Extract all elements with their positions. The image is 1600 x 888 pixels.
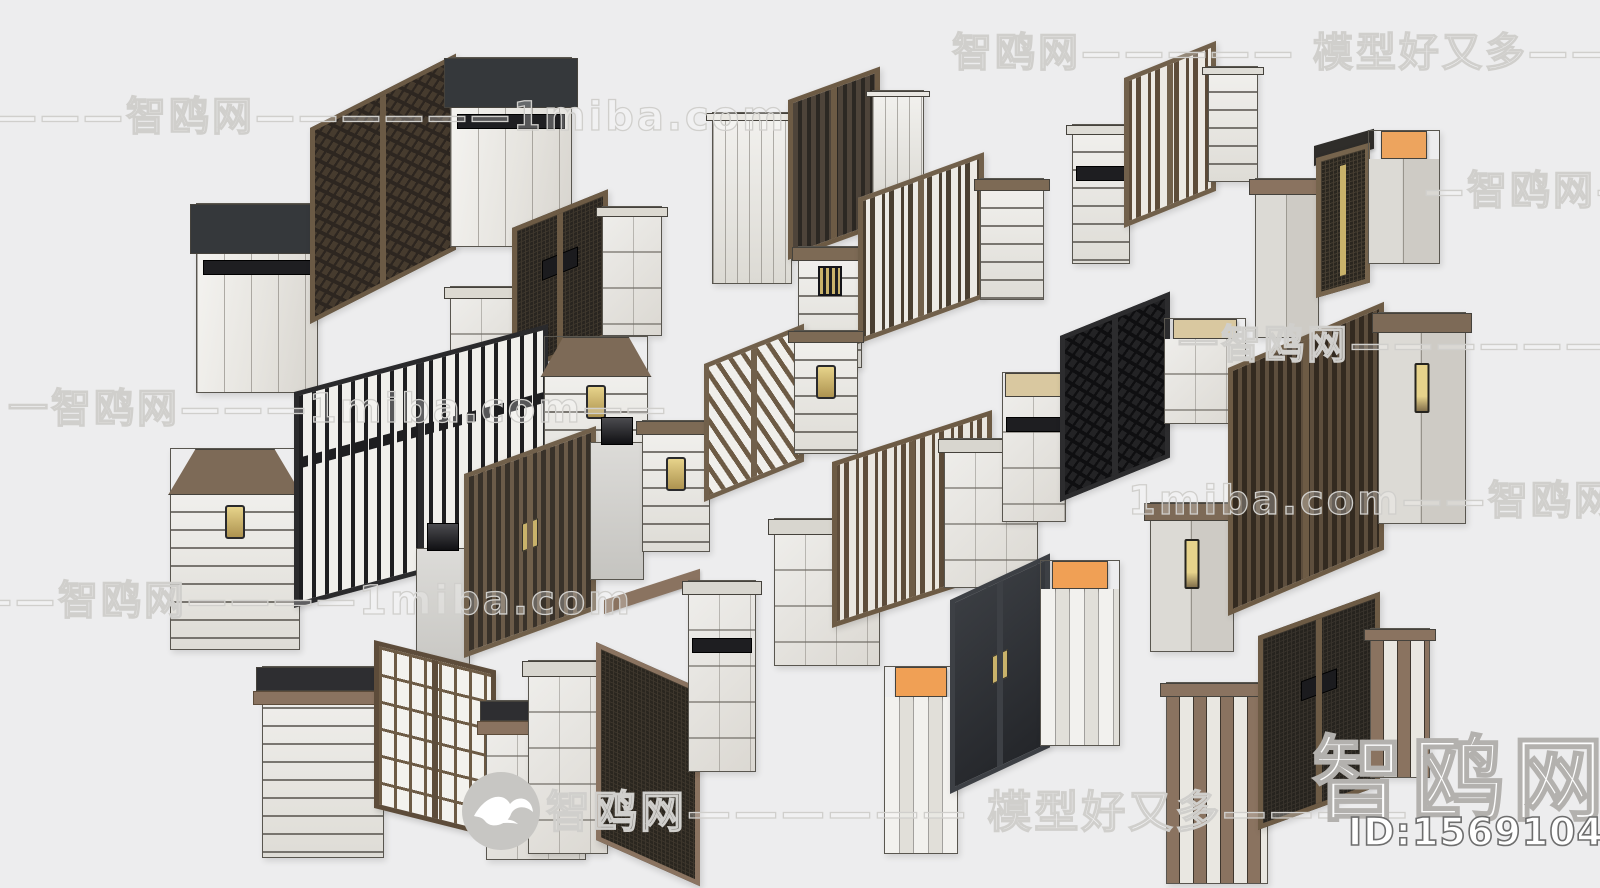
gate-01-pillar-cap xyxy=(444,58,578,108)
gate-11-pillar-shaft xyxy=(1003,397,1065,521)
gate-15-pillar-shaft xyxy=(885,697,957,853)
gate-13-pillar-shaft xyxy=(263,691,383,857)
gate-11-pillar-cap xyxy=(1005,373,1063,397)
gate-12-gate-leaf xyxy=(1228,301,1384,616)
gate-04-gate-leaf xyxy=(1316,142,1370,298)
gate-12-pillar-cap xyxy=(1144,503,1240,521)
gate-handle-icon xyxy=(522,518,538,552)
gate-16-pillar-cap xyxy=(1364,629,1436,641)
gate-15-pillar-cap xyxy=(1052,561,1108,589)
hanging-lantern-icon xyxy=(1414,363,1430,414)
cap-base-slab xyxy=(253,691,393,705)
gate-01-pillar-cap xyxy=(190,204,324,254)
gate-15-pillar-2 xyxy=(1040,560,1120,746)
gate-08-pillar-2 xyxy=(590,417,644,580)
gate-06-pillar-cap xyxy=(792,247,868,261)
gate-15-pillar-shaft xyxy=(1041,589,1119,745)
gate-12-pillar-cap xyxy=(1372,313,1472,333)
nameplate-band xyxy=(1075,166,1127,182)
gate-14-pillar-shaft xyxy=(529,677,607,853)
gate-04-pillar-cap xyxy=(1249,179,1325,195)
bird-logo-badge xyxy=(462,772,540,850)
gate-sign xyxy=(1301,668,1337,702)
gate-05-pillar-cap xyxy=(596,207,668,217)
wall-lantern-icon xyxy=(225,505,245,539)
gate-07-pillar-cap xyxy=(168,449,302,495)
gate-06-pillar-2 xyxy=(974,178,1050,300)
gate-09-pillar-1 xyxy=(636,420,716,552)
gate-09-pillar-cap xyxy=(788,331,864,343)
lantern-box-icon xyxy=(818,266,842,297)
gate-13-pillar-cap xyxy=(256,667,390,691)
gate-14-pillar-1 xyxy=(522,660,614,854)
gate-13-pillar-1 xyxy=(253,666,393,858)
gate-14-pillar-cap xyxy=(682,581,762,595)
gate-11-gate-leaf xyxy=(1060,291,1170,502)
gate-15-pillar-1 xyxy=(884,666,958,854)
gate-12-pillar-2 xyxy=(1372,312,1472,524)
gate-09-pillar-2 xyxy=(788,330,864,454)
gate-08-pillar-shaft xyxy=(591,443,643,579)
gate-14-gate-leaf xyxy=(596,642,700,887)
gate-03-pillar-shaft xyxy=(1073,135,1129,263)
gate-03-pillar-cap xyxy=(1202,67,1264,75)
nameplate-band xyxy=(203,260,311,276)
gate-02-pillar-cap xyxy=(866,91,930,97)
gate-05-pillar-cap xyxy=(444,287,522,299)
gate-03-pillar-shaft xyxy=(1209,75,1257,181)
gate-04-pillar-cap xyxy=(1381,131,1427,159)
gate-16-pillar-1 xyxy=(1160,682,1274,884)
gate-07-pillar-1 xyxy=(168,448,302,650)
pillar-lamp-icon xyxy=(601,417,633,445)
wall-lantern-icon xyxy=(586,384,606,419)
gate-15-pillar-cap xyxy=(895,667,947,697)
gate-12-pillar-shaft xyxy=(1379,333,1465,523)
gate-11-pillar-1 xyxy=(1002,372,1066,522)
model-id-label: ID:156910426 xyxy=(1347,809,1600,855)
gate-14-pillar-shaft xyxy=(689,595,755,771)
gate-01-pillar-1 xyxy=(190,203,324,393)
site-logo-text: 智鸥网 xyxy=(1311,726,1600,835)
gate-07-pillar-cap xyxy=(540,337,652,377)
gate-02-pillar-shaft xyxy=(713,121,791,283)
gate-04-pillar-2 xyxy=(1368,130,1440,264)
seagull-icon xyxy=(462,772,540,850)
gate-04-pillar-shaft xyxy=(1256,195,1318,337)
gate-03-pillar-2 xyxy=(1202,66,1264,182)
gate-01-pillar-shaft xyxy=(197,254,317,392)
gate-14-pillar-2 xyxy=(682,580,762,772)
gate-16-pillar-2 xyxy=(1364,628,1436,778)
gate-06-pillar-shaft xyxy=(981,191,1043,299)
nameplate-band xyxy=(1006,417,1062,433)
gate-16-pillar-shaft xyxy=(1167,697,1267,883)
gate-16-pillar-shaft xyxy=(1371,641,1429,777)
gate-04-pillar-1 xyxy=(1249,178,1325,338)
gate-04-pillar-shaft xyxy=(1369,159,1439,263)
gate-12-pillar-1 xyxy=(1144,502,1240,652)
gate-16-pillar-cap xyxy=(1160,683,1274,697)
gate-02-pillar-cap xyxy=(706,113,798,121)
gate-sign xyxy=(542,246,578,281)
gate-15-gate-leaf xyxy=(950,553,1050,794)
gate-11-pillar-cap xyxy=(1173,319,1237,339)
hanging-lantern-icon xyxy=(1184,538,1200,589)
gate-05-pillar-2 xyxy=(596,206,668,336)
wall-lantern-icon xyxy=(816,365,836,400)
gate-center-bar xyxy=(1340,164,1346,276)
gate-06-pillar-cap xyxy=(974,179,1050,191)
gate-05-pillar-shaft xyxy=(603,217,661,335)
gate-handle-icon xyxy=(992,648,1008,685)
gate-02-pillar-1 xyxy=(706,112,798,284)
wall-lantern-icon xyxy=(666,457,686,492)
nameplate-band xyxy=(692,638,752,653)
gate-09-gate-leaf xyxy=(704,323,804,502)
nameplate-band xyxy=(457,114,565,130)
gate-01-gate-leaf xyxy=(310,53,456,324)
gate-09-pillar-shaft xyxy=(643,435,709,551)
gate-03-pillar-1 xyxy=(1066,124,1136,264)
pillar-lamp-icon xyxy=(427,523,459,551)
